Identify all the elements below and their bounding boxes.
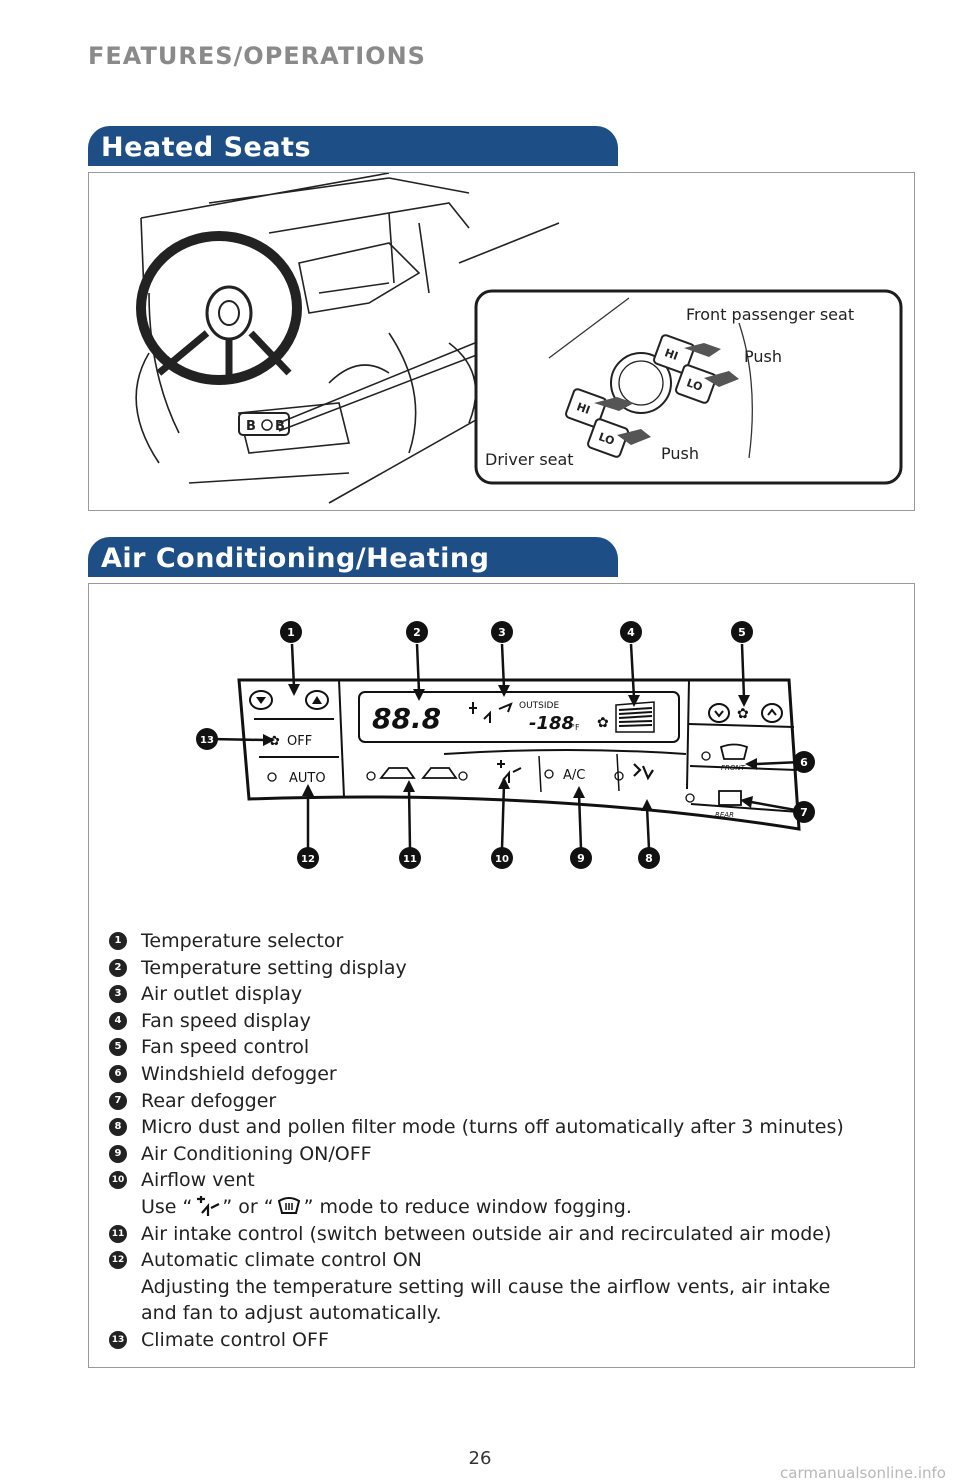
fan-icon: ✿	[737, 706, 749, 722]
leader-line	[279, 338, 487, 431]
callout-9: 9	[570, 847, 592, 869]
climate-control-diagram: 88.8 OUTSIDE -188 °F ✿ ✿ OFF AUTO	[89, 584, 914, 914]
svg-text:1: 1	[287, 626, 295, 639]
svg-text:B: B	[246, 419, 256, 434]
svg-text:11: 11	[403, 854, 417, 865]
ac-label: A/C	[563, 768, 585, 783]
svg-text:9: 9	[577, 852, 585, 865]
callout-12: 12	[297, 847, 319, 869]
callout-8: 8	[638, 847, 660, 869]
fan-speed-bars	[616, 702, 654, 732]
heated-seats-panel: B B HI LO HI LO Front passenger seat Pus…	[88, 172, 915, 511]
legend-item: 3Air outlet display	[109, 981, 899, 1008]
auto-note-line1: Adjusting the temperature setting will c…	[141, 1274, 899, 1301]
svg-text:6: 6	[800, 756, 808, 769]
svg-text:8: 8	[645, 852, 653, 865]
svg-text:3: 3	[498, 626, 506, 639]
callout-4: 4	[620, 621, 642, 643]
callout-6: 6	[793, 751, 815, 773]
fan-down-button[interactable]	[709, 704, 729, 722]
watermark: carmanualsonline.info	[780, 1464, 946, 1482]
auto-label: AUTO	[289, 771, 326, 786]
fan-icon: ✿	[597, 715, 609, 731]
callout-3: 3	[491, 621, 513, 643]
callout-10: 10	[491, 847, 513, 869]
callout-1: 1	[280, 621, 302, 643]
air-conditioning-title: Air Conditioning/Heating	[101, 543, 489, 574]
auto-note-line2: and fan to adjust automatically.	[141, 1300, 899, 1327]
outside-temp: -188	[529, 713, 574, 734]
air-conditioning-tab: Air Conditioning/Heating	[88, 537, 618, 577]
heated-seats-tab: Heated Seats	[88, 126, 618, 166]
push-label-bottom: Push	[661, 444, 699, 463]
front-passenger-label: Front passenger seat	[686, 305, 854, 324]
fan-up-button[interactable]	[762, 704, 782, 722]
outside-label: OUTSIDE	[519, 701, 559, 711]
callout-13: 13	[196, 728, 218, 750]
defroster-icon	[276, 1195, 302, 1217]
svg-text:4: 4	[627, 626, 635, 639]
airflow-feet-defog-icon	[194, 1195, 220, 1217]
callout-5: 5	[731, 621, 753, 643]
svg-text:5: 5	[738, 626, 746, 639]
svg-text:7: 7	[800, 806, 808, 819]
rear-label: REAR	[715, 811, 734, 819]
page-header: FEATURES/OPERATIONS	[88, 42, 426, 70]
driver-seat-label: Driver seat	[485, 450, 574, 469]
svg-text:12: 12	[301, 854, 315, 865]
temp-unit: °F	[571, 723, 580, 732]
callout-7: 7	[793, 801, 815, 823]
callout-2: 2	[406, 621, 428, 643]
svg-text:10: 10	[495, 854, 509, 865]
push-label-top: Push	[744, 347, 782, 366]
front-label: FRONT	[721, 764, 746, 772]
svg-text:13: 13	[200, 735, 214, 746]
climate-off-button[interactable]: ✿ OFF	[269, 734, 312, 749]
heated-seats-illustration: B B HI LO HI LO Front passenger seat Pus…	[89, 173, 914, 510]
svg-text:2: 2	[413, 626, 421, 639]
callout-11: 11	[399, 847, 421, 869]
off-label: OFF	[287, 734, 312, 749]
temp-readout: 88.8	[372, 702, 441, 735]
airflow-note: Use “” or “” mode to reduce window foggi…	[141, 1194, 899, 1221]
heated-seats-title: Heated Seats	[101, 132, 311, 163]
